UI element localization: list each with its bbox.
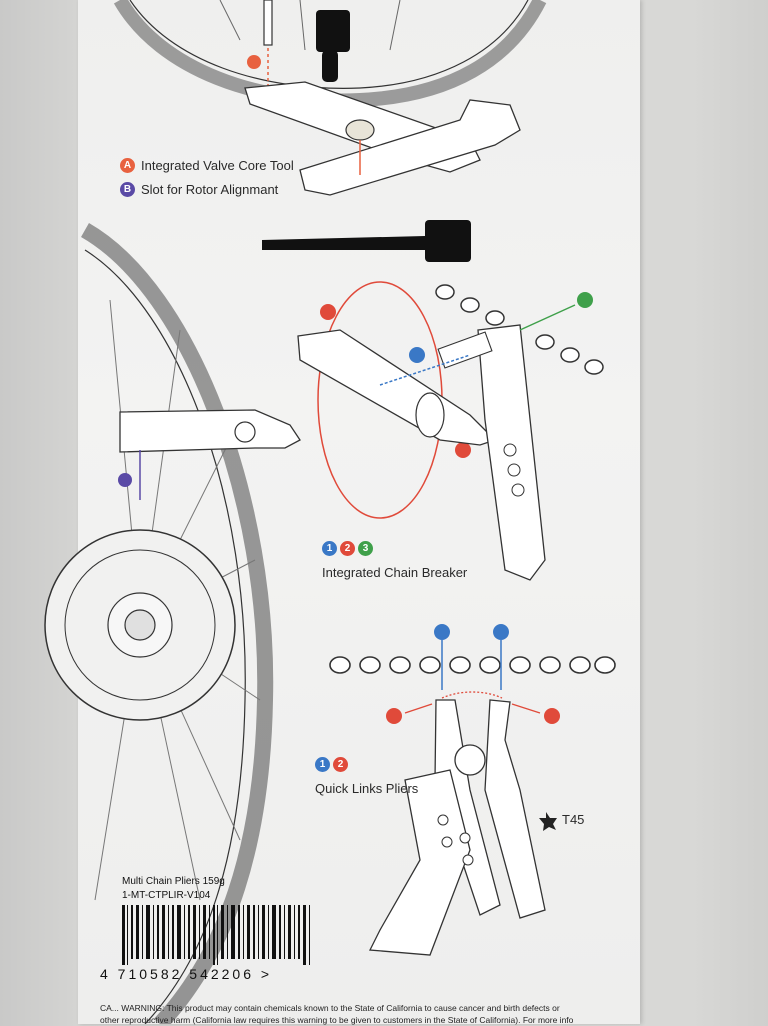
- badge-b-marker: [118, 473, 132, 487]
- legend-valve-core: A Integrated Valve Core Tool: [120, 158, 294, 173]
- chain-segment-upper: [435, 284, 604, 375]
- warning-line-1: CA... WARNING: This product may contain …: [100, 1003, 560, 1013]
- quick-links-label: Quick Links Pliers: [315, 781, 419, 796]
- quick-link-plier-jaw-right: [484, 699, 546, 919]
- cable-tie-top: [316, 10, 350, 52]
- chain-breaker-badges: 1 2 3: [322, 541, 373, 556]
- product-name: Multi Chain Pliers 159g: [122, 876, 225, 887]
- badge-a-marker: [247, 55, 261, 69]
- legend-a-label: Integrated Valve Core Tool: [141, 158, 294, 173]
- t45-torx-icon: [539, 812, 557, 831]
- badge-1: 1: [322, 541, 337, 556]
- legend-b-label: Slot for Rotor Alignmant: [141, 182, 279, 197]
- legend-rotor-slot: B Slot for Rotor Alignmant: [120, 182, 278, 197]
- badge-2: 2: [333, 757, 348, 772]
- badge-1: 1: [315, 757, 330, 772]
- valve-stem: [263, 0, 273, 46]
- rotor-alignment-tool: [119, 409, 301, 453]
- badge-b: B: [120, 182, 135, 197]
- top-wheel-rim: [113, 0, 547, 108]
- badge-2: 2: [340, 541, 355, 556]
- t45-label: T45: [562, 812, 585, 827]
- quick-links-badges: 1 2: [315, 757, 348, 772]
- product-sku: 1-MT-CTPLIR-V104: [122, 890, 211, 901]
- chain-breaker-label: Integrated Chain Breaker: [322, 565, 468, 580]
- side-wheel-rim: [81, 223, 274, 1024]
- plier-handle: [368, 769, 471, 956]
- barcode: [122, 905, 310, 965]
- badge-a: A: [120, 158, 135, 173]
- chain-segment-lower: [329, 656, 616, 674]
- warning-line-2: other reproductive harm (California law …: [100, 1015, 574, 1025]
- barcode-digits: 4 710582 542206 >: [100, 966, 273, 982]
- badge-3: 3: [358, 541, 373, 556]
- cable-tie-middle: [262, 236, 430, 250]
